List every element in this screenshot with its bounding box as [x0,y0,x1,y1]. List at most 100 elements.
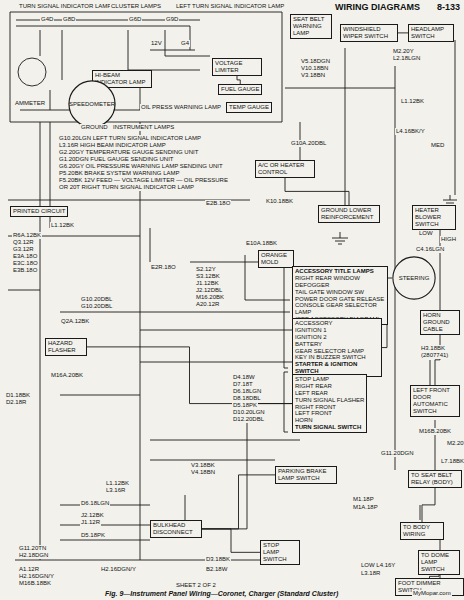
wire-code-label: V3.18BN [300,72,326,79]
wire-code-label: MED [430,142,445,149]
wire-code-label: LOW [418,230,434,237]
wire-connector [422,488,435,522]
wire-code-label: D7.18T [232,381,254,388]
component-box: LEFT FRONT DOOR AUTOMATIC SWITCH [410,385,460,417]
wire-code-label: H3.18BK [420,345,446,352]
wire-code-label: D1.18BK [5,392,31,399]
component-label: RIGHT FRONT [295,404,364,411]
circle-outline [393,257,435,299]
wire-code-label: C4.16LGN [415,246,445,253]
wire-code-label: G10.20DBL [80,303,113,310]
wire-code-label: M2.20Y [446,440,464,447]
wire-code-label: CLUSTER LAMPS [110,3,162,10]
wire-code-label: G11.20DGN [380,450,415,457]
wire [190,40,455,578]
cluster-outline [10,12,282,122]
wire-code-label: G9D [165,16,179,23]
wire-code-label: Q3.12R [12,239,35,246]
wire-code-label: J1.12R [80,519,101,526]
component-label: TAIL GATE WINDOW SW [295,289,385,296]
wire-code-label: J2.12BK [80,512,105,519]
component-label: GROUND LOWER REINFORCEMENT [321,207,377,221]
ammeter-gauge [18,58,46,86]
component-label: TO SEAT BELT RELAY (BODY) [411,472,459,486]
wire-code-label: V3.18BK [190,462,216,469]
component-box: PRINTED CIRCUIT [10,206,68,217]
component-circle: STEERING [392,256,436,300]
wire-code-label: H2.16DGN/Y [100,566,137,573]
wire-code-label: M16B.18BK [18,580,52,587]
wire-code-label: G10A.20DBL [290,140,327,147]
wire-code-label: Q2A.12BK [60,318,90,325]
component-label: WINDSHIELD WIPER SWITCH [343,26,395,40]
component-label: STOP LAMP [295,376,364,383]
ground-symbol [332,232,348,244]
wire-code-label: M2.20Y [392,48,415,55]
wire-code-label: M16B.20BK [418,428,452,435]
wire-code-label: M16.20BK [195,294,225,301]
wire-code-label: E2R.18O [150,264,177,271]
component-box: ACCESSORY TITLE LAMPSRIGHT REAR WINDOW D… [292,266,388,325]
component-box: HEATER BLOWER SWITCH [412,205,456,230]
wire-code-label: L1.12BK [105,480,130,487]
component-label: SPEEDOMETER [69,101,115,108]
component-heading: TURN SIGNAL SWITCH [295,424,364,431]
component-box: STOP LAMPRIGHT REARLEFT REARTURN SIGNAL … [292,374,367,433]
component-label: LEFT FRONT DOOR AUTOMATIC SWITCH [413,387,457,415]
wire-code-label: INSTRUMENT LAMPS [112,124,175,131]
wire-code-label: S3.12BK [195,273,221,280]
component-circle: SPEEDOMETER [68,80,116,128]
wire-code-label: V5.18DGN [300,58,331,65]
component-box: VOLTAGE LIMITER [212,58,262,76]
wire-code-label: E10A.18BK [245,240,278,247]
wire-code-label: M1.18P [352,496,375,503]
wire-code-label: G8D [62,16,76,23]
wire-code-label: D12.20DBL [232,416,265,423]
wire-code-label: L1.12BK [400,98,425,105]
wire-code-label: D5.18PK [80,532,106,539]
wire-code-label: K10.18BK [265,198,294,205]
component-label: BATTERY [295,341,379,348]
wire-code-label: OR 20T RIGHT TURN SIGNAL INDICATOR LAMP [58,184,195,191]
wire-code-label: HIGH [440,236,457,243]
wire-code-label: E3B.18O [12,267,38,274]
wire-code-label: D5.18PK [232,402,258,409]
component-label: A/C OR HEATER CONTROL [258,162,312,176]
wire-code-label: D2.18R [5,399,27,406]
wire-code-label: F5.20BK 12V FEED — VOLTAGE LIMITER — OIL… [58,177,229,184]
component-label: RIGHT REAR [295,383,364,390]
component-label: TEMP GAUGE [229,104,269,111]
component-label: POWER DOOR GATE RELEASE [295,296,385,303]
component-label: GEAR SELECTOR LAMP [295,348,379,355]
component-label: HORN [295,417,364,424]
wire [8,122,250,560]
wire-code-label: H2.18DGN [18,552,49,559]
wire-code-label: B2.18W [205,566,228,573]
component-label: ORANGE MOLD [261,252,291,266]
wire-code-label: H2.16DGN/Y [18,573,55,580]
wire-code-label: G6D [128,16,142,23]
wire-code-label: L1.12BK [50,222,75,229]
wire-code-label: V10.18BN [300,65,329,72]
wire-code-label: 8-133 [436,2,461,12]
wire-connector [202,529,260,552]
component-box: ORANGE MOLD [258,250,294,268]
component-label: ACCESSORY [295,320,379,327]
component-box: GROUND LOWER REINFORCEMENT [318,205,380,223]
wire-code-label: L3.16R [105,487,126,494]
wire-code-label: E3C.18O [12,260,39,267]
wire-code-label: L7.18BK [440,458,464,465]
wire-code-label: D6.18LGN [232,388,262,395]
wire-code-label: (2807741) [420,352,449,359]
wire-code-label: G2.20GY TEMPERATURE GAUGE SENDING UNIT [58,149,199,156]
wire-connector [87,347,292,404]
wire-connector [202,475,275,529]
wire-code-label: D6.18LGN [80,500,110,507]
component-box: TO DOME LAMP SWITCH [418,550,460,575]
component-label: HORN GROUND CABLE [423,312,457,333]
wire-code-label: J2.12DBL [195,287,223,294]
wire-code-label: V4.18BN [190,469,216,476]
component-box: HEADLAMP SWITCH [408,24,454,42]
component-box: BULKHEAD DISCONNECT [150,520,202,538]
